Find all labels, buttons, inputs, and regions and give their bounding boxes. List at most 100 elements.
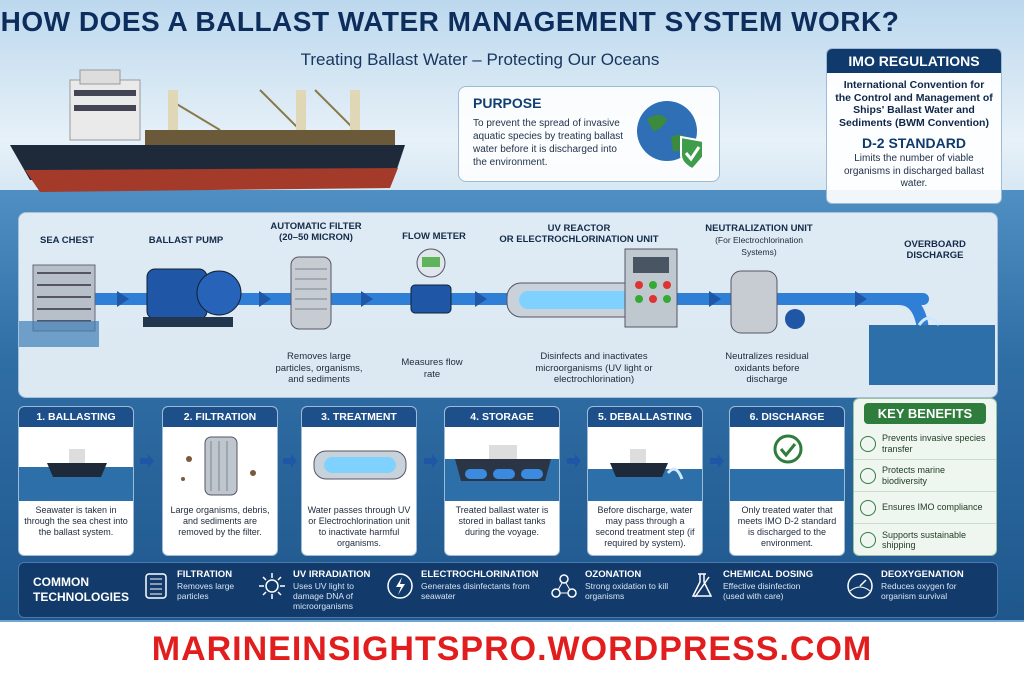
- filter-cartridge-icon: [181, 436, 256, 496]
- step-title: 2. FILTRATION: [163, 407, 277, 427]
- imo-convention-text: International Convention for the Control…: [835, 79, 993, 129]
- label-automatic-filter: AUTOMATIC FILTER (20–50 MICRON): [270, 221, 362, 243]
- label-ballast-pump: BALLAST PUMP: [148, 235, 224, 246]
- step-title: 4. STORAGE: [445, 407, 559, 427]
- benefit-item: Protects marine biodiversity: [854, 460, 996, 492]
- benefit-item: Prevents invasive species transfer: [854, 428, 996, 460]
- uv-tube-icon: [313, 450, 407, 480]
- flow-meter-graphic: [410, 248, 452, 314]
- filter-icon: [145, 573, 167, 599]
- d2-text: Limits the number of viable organisms in…: [843, 153, 985, 189]
- technology-text: Generates disinfectants from seawater: [421, 581, 530, 601]
- flow-diagram-graphics: [19, 248, 995, 385]
- sea-chest-graphic: [19, 264, 99, 347]
- step-arrow-icon: [710, 454, 724, 468]
- step-arrow-icon: [283, 454, 297, 468]
- technology-text: Uses UV light to damage DNA of microorga…: [293, 581, 354, 611]
- step-arrow-icon: [424, 454, 438, 468]
- key-benefits-box: KEY BENEFITS Prevents invasive species t…: [853, 398, 997, 556]
- ballast-pump-graphic: [143, 268, 242, 327]
- step-treatment: 3. TREATMENT Water passes through UV or …: [301, 406, 417, 556]
- ballast-tanks-icon: [445, 445, 559, 501]
- check-icon: [860, 499, 876, 516]
- step-title: 3. TREATMENT: [302, 407, 416, 427]
- step-ballasting: 1. BALLASTING Seawater is taken in throu…: [18, 406, 134, 556]
- step-arrow-icon: [140, 454, 154, 468]
- label-neutralization-unit: NEUTRALIZATION UNIT: [705, 223, 813, 234]
- ship-deballasting-icon: [588, 449, 702, 501]
- step-text: Seawater is taken in through the sea che…: [24, 505, 128, 537]
- uv-reactor-graphic: [506, 248, 678, 328]
- uv-sun-icon: [259, 573, 285, 599]
- flow-arrows: [117, 291, 867, 307]
- technology-title: CHEMICAL DOSING: [723, 569, 814, 580]
- desc-uv-reactor: Disinfects and inactivates microorganism…: [535, 351, 653, 385]
- benefit-item: Ensures IMO compliance: [854, 492, 996, 524]
- purpose-text: To prevent the spread of invasive aquati…: [473, 118, 624, 168]
- benefit-text: Prevents invasive species transfer: [882, 433, 986, 454]
- step-text: Large organisms, debris, and sediments a…: [170, 505, 270, 537]
- purpose-box: PURPOSE To prevent the spread of invasiv…: [458, 86, 720, 182]
- step-text: Water passes through UV or Electrochlori…: [307, 505, 411, 548]
- desc-automatic-filter: Removes large particles, organisms, and …: [275, 351, 363, 385]
- imo-regulations-box: IMO REGULATIONS International Convention…: [826, 48, 1002, 204]
- gauge-icon: [847, 573, 873, 599]
- step-filtration: 2. FILTRATION Large organisms, debris, a…: [162, 406, 278, 556]
- benefit-item: Supports sustainable shipping: [854, 524, 996, 555]
- label-uv-reactor: UV REACTOR OR ELECTROCHLORINATION UNIT: [499, 223, 659, 245]
- label-sea-chest: SEA CHEST: [39, 235, 95, 246]
- label-flow-meter: FLOW METER: [402, 231, 466, 242]
- step-discharge: 6. DISCHARGE Only treated water that mee…: [729, 406, 845, 556]
- technology-title: ELECTROCHLORINATION: [421, 569, 539, 580]
- label-neutralization-sublabel: (For Electrochlorination Systems): [715, 235, 803, 257]
- step-title: 5. DEBALLASTING: [588, 407, 702, 427]
- step-title: 1. BALLASTING: [19, 407, 133, 427]
- technology-text: Strong oxidation to kill organisms: [585, 581, 669, 601]
- neutralization-unit-graphic: [730, 270, 805, 334]
- purpose-heading: PURPOSE: [473, 95, 542, 111]
- imo-heading: IMO REGULATIONS: [827, 49, 1001, 73]
- shield-icon: [860, 435, 876, 452]
- d2-heading: D-2 STANDARD: [862, 135, 966, 151]
- page-title: HOW DOES A BALLAST WATER MANAGEMENT SYST…: [0, 6, 900, 37]
- ship-ballasting-icon: [19, 449, 133, 501]
- leaf-icon: [860, 532, 876, 548]
- technology-title: OZONATION: [585, 569, 642, 580]
- step-deballasting: 5. DEBALLASTING Before discharge, water …: [587, 406, 703, 556]
- footer-url: MARINEINSIGHTSPRO.WORDPRESS.COM: [151, 630, 873, 668]
- technology-title: DEOXYGENATION: [881, 569, 964, 580]
- desc-flow-meter: Measures flow rate: [401, 357, 463, 380]
- overboard-discharge-graphic: [869, 293, 995, 385]
- technology-text: Removes large particles: [177, 581, 235, 601]
- benefit-text: Ensures IMO compliance: [882, 502, 983, 513]
- technology-title: FILTRATION: [177, 569, 233, 580]
- technology-title: UV IRRADIATION: [293, 569, 371, 580]
- step-storage: 4. STORAGE Treated ballast water is stor…: [444, 406, 560, 556]
- cargo-ship-illustration: [10, 69, 405, 192]
- technology-text: Effective disinfection (used with care): [723, 581, 801, 601]
- fish-icon: [860, 467, 876, 484]
- process-flow-panel: SEA CHEST BALLAST PUMP AUTOMATIC FILTER …: [18, 212, 998, 398]
- technology-text: Reduces oxygen for organism survival: [881, 581, 957, 601]
- benefit-text: Protects marine biodiversity: [882, 465, 946, 486]
- page-subtitle: Treating Ballast Water – Protecting Our …: [300, 50, 660, 69]
- globe-shield-icon: [637, 101, 704, 171]
- technologies-heading: COMMON TECHNOLOGIES: [33, 575, 130, 604]
- step-text: Only treated water that meets IMO D-2 st…: [737, 505, 837, 548]
- automatic-filter-graphic: [290, 256, 332, 330]
- step-title: 6. DISCHARGE: [730, 407, 844, 427]
- benefits-heading: KEY BENEFITS: [864, 403, 986, 424]
- step-text: Before discharge, water may pass through…: [595, 505, 695, 548]
- label-overboard-discharge: OVERBOARD DISCHARGE: [904, 239, 966, 261]
- desc-neutralization-unit: Neutralizes residual oxidants before dis…: [725, 351, 809, 385]
- benefit-text: Supports sustainable shipping: [882, 529, 967, 551]
- molecule-icon: [551, 574, 577, 598]
- lightning-icon: [387, 573, 413, 599]
